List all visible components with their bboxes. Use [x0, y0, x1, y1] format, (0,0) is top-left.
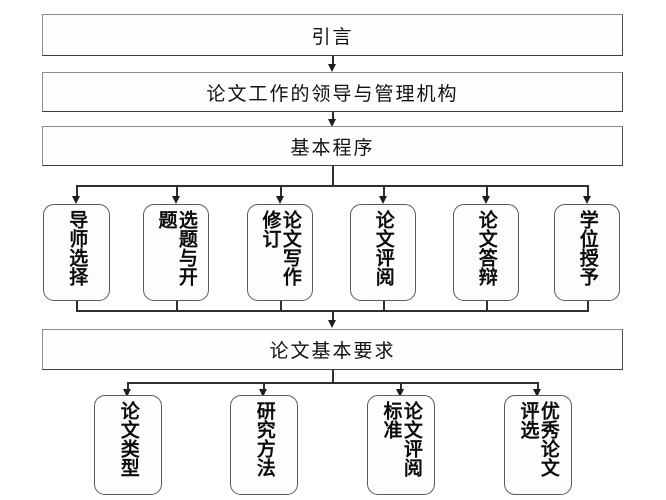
node-intro[interactable]: 引言	[42, 14, 623, 56]
node-req-3-col-1: 论文评阅	[400, 401, 422, 477]
connector-rise-step-2	[176, 301, 178, 311]
connector-rise-step-1	[76, 301, 78, 311]
node-step-3-col-1: 论文写作	[279, 210, 301, 286]
connector-requirements-stem	[332, 370, 334, 383]
arrowhead-leadership	[328, 64, 336, 72]
node-requirements[interactable]: 论文基本要求	[42, 329, 623, 370]
node-req-4-col-2: 评选	[517, 401, 539, 439]
connector-rise-step-5	[486, 301, 488, 311]
connector-procedure-bus	[76, 185, 587, 187]
node-step-2[interactable]: 选题与开 题	[143, 204, 209, 301]
node-step-2-col-1: 选题与开	[175, 210, 197, 286]
connector-drop-req-3	[400, 382, 402, 391]
arrowhead-step-4	[379, 196, 387, 204]
node-req-2-col-1: 研究方法	[253, 401, 275, 477]
node-step-5[interactable]: 论文答辩	[453, 204, 519, 301]
connector-rise-step-6	[587, 301, 589, 311]
node-req-2[interactable]: 研究方法	[230, 395, 298, 495]
node-step-3-col-2: 修订	[259, 210, 281, 248]
node-step-4[interactable]: 论文评阅	[350, 204, 416, 301]
connector-drop-step-1	[76, 185, 78, 198]
arrowhead-step-1	[72, 196, 80, 204]
node-step-6-col-1: 学位授予	[576, 210, 598, 286]
node-req-1[interactable]: 论文类型	[94, 395, 162, 495]
connector-drop-step-4	[383, 185, 385, 198]
node-step-2-col-2: 题	[155, 210, 177, 229]
node-requirements-label: 论文基本要求	[269, 341, 396, 362]
node-step-4-col-1: 论文评阅	[372, 210, 394, 286]
node-req-4-col-1: 优秀论文	[537, 401, 559, 477]
node-req-3-col-2: 标准	[380, 401, 402, 439]
connector-drop-req-1	[127, 382, 129, 391]
arrowhead-step-3	[276, 196, 284, 204]
arrowhead-req-4	[533, 389, 541, 397]
connector-rise-step-4	[383, 301, 385, 311]
arrowhead-step-6	[583, 196, 591, 204]
connector-drop-step-2	[176, 185, 178, 198]
node-intro-label: 引言	[311, 26, 354, 48]
connector-rise-step-3	[280, 301, 282, 311]
node-leadership-label: 论文工作的领导与管理机构	[206, 83, 459, 105]
connector-drop-req-4	[537, 382, 539, 391]
arrowhead-req-1	[123, 389, 131, 397]
arrowhead-step-5	[482, 196, 490, 204]
arrowhead-req-2	[259, 389, 267, 397]
connector-drop-step-5	[486, 185, 488, 198]
node-step-3[interactable]: 论文写作 修订	[247, 204, 313, 301]
node-procedure[interactable]: 基本程序	[42, 126, 623, 166]
connector-drop-step-6	[587, 185, 589, 198]
arrowhead-procedure	[328, 119, 336, 127]
connector-leadership-to-procedure	[332, 112, 334, 121]
connector-merge-stem	[332, 310, 334, 322]
node-step-1-col-1: 导师选择	[66, 210, 88, 286]
node-procedure-label: 基本程序	[290, 137, 375, 159]
connector-intro-to-leadership	[332, 56, 334, 66]
node-leadership[interactable]: 论文工作的领导与管理机构	[42, 72, 623, 112]
connector-procedure-stem	[332, 166, 334, 185]
node-req-1-col-1: 论文类型	[117, 401, 139, 477]
node-req-4[interactable]: 优秀论文 评选	[504, 395, 572, 495]
node-step-5-col-1: 论文答辩	[475, 210, 497, 286]
connector-drop-req-2	[263, 382, 265, 391]
node-req-3[interactable]: 论文评阅 标准	[367, 395, 435, 495]
node-step-6[interactable]: 学位授予	[554, 204, 620, 301]
arrowhead-requirements	[328, 320, 336, 328]
arrowhead-step-2	[172, 196, 180, 204]
connector-drop-step-3	[280, 185, 282, 198]
connector-requirements-bus	[127, 382, 538, 384]
node-step-1[interactable]: 导师选择	[43, 204, 110, 301]
arrowhead-req-3	[396, 389, 404, 397]
